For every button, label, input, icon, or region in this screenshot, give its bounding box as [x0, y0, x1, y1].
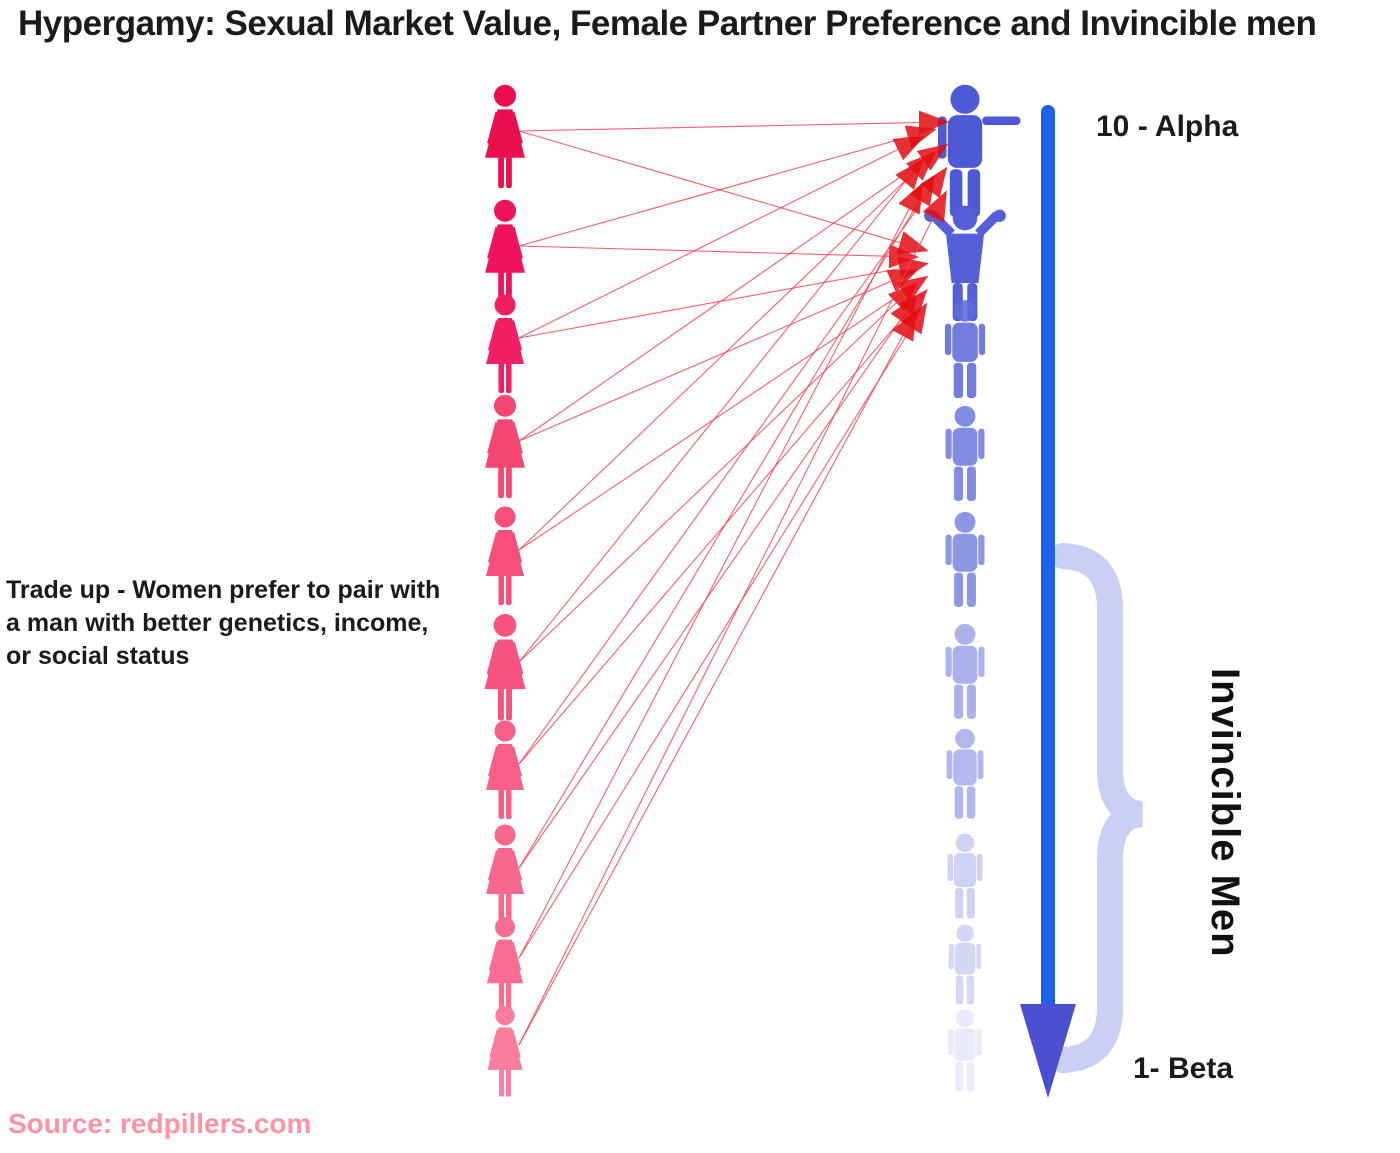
- attraction-line: [518, 130, 929, 255]
- attraction-line: [518, 174, 936, 869]
- male-figure-rank-7: [945, 405, 985, 501]
- male-figure-rank-8: [944, 300, 986, 399]
- attraction-line: [518, 151, 936, 551]
- alpha-label: 10 - Alpha: [1096, 110, 1239, 143]
- attraction-line: [518, 190, 947, 1046]
- male-figure-rank-3: [947, 833, 983, 919]
- invincible-men-label: Invincible Men: [1203, 668, 1247, 958]
- attraction-line: [518, 182, 923, 959]
- invincible-brace: [1050, 543, 1144, 1073]
- male-figure-rank-10: [937, 84, 1021, 217]
- attraction-line: [518, 275, 929, 551]
- attraction-line: [518, 143, 949, 442]
- female-figure-rank-2: [486, 917, 524, 1011]
- female-figure-rank-8: [486, 294, 524, 393]
- figures-layer: [484, 84, 1021, 1097]
- page-title: Hypergamy: Sexual Market Value, Female P…: [18, 4, 1317, 43]
- attraction-line: [518, 295, 918, 869]
- source-credit: Source: redpillers.com: [8, 1108, 312, 1139]
- attraction-line: [518, 269, 919, 442]
- female-figure-rank-7: [485, 394, 525, 499]
- male-figure-rank-1: [948, 1009, 982, 1092]
- attraction-line: [518, 158, 924, 663]
- male-figure-rank-6: [945, 511, 985, 607]
- female-figure-rank-3: [486, 824, 524, 923]
- attraction-line: [518, 302, 928, 959]
- male-figure-rank-5: [945, 623, 985, 719]
- female-figure-rank-9: [485, 199, 525, 304]
- female-figure-rank-5: [484, 614, 526, 721]
- attraction-line: [518, 136, 925, 339]
- attraction-line: [518, 282, 918, 663]
- male-figure-rank-2: [948, 924, 982, 1005]
- attraction-line: [518, 288, 928, 765]
- beta-label: 1- Beta: [1133, 1052, 1234, 1085]
- male-figure-rank-4: [946, 728, 984, 819]
- female-figure-rank-4: [486, 720, 524, 819]
- attraction-line: [518, 125, 937, 247]
- attraction-line: [518, 244, 919, 269]
- attraction-line: [518, 166, 948, 765]
- attraction-line: [518, 110, 949, 135]
- smv-scale-arrow-head: [1020, 1004, 1076, 1098]
- female-figure-rank-10: [485, 84, 525, 189]
- trade-up-annotation: Trade up - Women prefer to pair with a m…: [6, 576, 441, 670]
- female-figure-rank-1: [487, 1005, 523, 1097]
- attraction-line: [518, 309, 917, 1046]
- female-figure-rank-6: [486, 506, 524, 605]
